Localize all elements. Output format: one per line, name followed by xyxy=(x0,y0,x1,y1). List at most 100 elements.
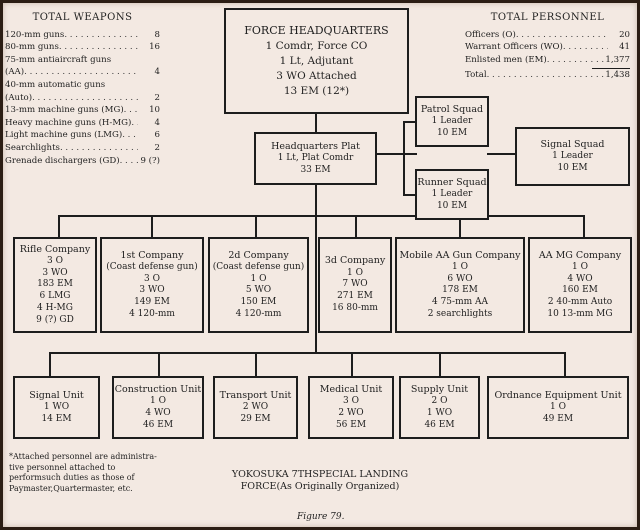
text-line: 29 EM xyxy=(240,413,271,424)
leader-dots: . . . . . . . . . . . . . . . . . . . . … xyxy=(122,130,138,141)
text-line: 1 O xyxy=(150,396,166,407)
text-line: 1 O xyxy=(250,273,267,284)
connector xyxy=(487,153,517,155)
text-line: 46 EM xyxy=(142,419,174,430)
text-line: 1 O xyxy=(452,261,468,272)
weapon-row: 80-mm guns . . . . . . . . . . . . . . .… xyxy=(5,41,160,54)
total-personnel-panel: TOTAL PERSONNEL Officers (O) . . . . . .… xyxy=(465,12,630,82)
text-line: 149 EM xyxy=(134,297,170,308)
box-title: Runner Squad xyxy=(417,176,487,188)
text-line: 1 O xyxy=(347,267,363,278)
box-title: Headquarters Plat xyxy=(271,140,360,152)
chart-caption: YOKOSUKA 7THSPECIAL LANDING FORCE(As Ori… xyxy=(220,469,420,493)
text-line: 49 EM xyxy=(542,413,574,424)
connector xyxy=(459,215,461,239)
text-line: 14 EM xyxy=(41,413,72,424)
text-line: 5 WO xyxy=(245,285,272,296)
connector xyxy=(58,215,583,217)
weapon-row: 120-mm guns . . . . . . . . . . . . . . … xyxy=(5,29,160,42)
text-line: (Coast defense gun) xyxy=(212,261,305,272)
weapon-label: Grenade dischargers (GD) xyxy=(5,155,120,166)
leader-dots: . . . . . . . . . . . . . . . . . . . xyxy=(546,54,606,65)
weapon-label: 40-mm automatic guns xyxy=(5,79,106,90)
personnel-list: Officers (O) . . . . . . . . . . . . . .… xyxy=(465,29,630,67)
text-line: 9 (?) GD xyxy=(36,314,74,325)
text-line: (Coast defense gun) xyxy=(106,261,198,272)
text-line: tive personnel attached to perform xyxy=(9,462,116,483)
connector xyxy=(315,215,317,353)
personnel-count: 1,377 xyxy=(605,54,630,65)
connector xyxy=(255,215,257,239)
leader-dots: . . . . . . . . . . . . . . . . . . . . … xyxy=(486,70,606,81)
weapon-row: Searchlights . . . . . . . . . . . . . .… xyxy=(5,142,160,155)
text-line: 2 WO xyxy=(242,401,269,412)
text-line: 3 O xyxy=(343,396,359,407)
text-line: *Attached personnel are administra- xyxy=(9,452,157,461)
personnel-label: Officers (O) xyxy=(465,29,516,40)
text-line: 1 O xyxy=(572,261,588,272)
text-line: 1 Lt, Adjutant xyxy=(279,54,354,67)
box-title: Mobile AA Gun Company xyxy=(399,249,521,261)
text-line: 4 H-MG xyxy=(37,302,73,313)
text-line: 16 80-mm xyxy=(332,302,378,313)
total-underline xyxy=(592,68,630,70)
connector xyxy=(151,215,153,239)
text-line: 2 searchlights xyxy=(427,308,493,319)
leader-dots: . . . . . . . . . . . . . . . . . . . . … xyxy=(131,117,138,128)
weapon-count: 6 xyxy=(154,130,160,141)
box-title: Patrol Squad xyxy=(420,103,484,115)
connector xyxy=(403,121,405,196)
weapon-count: 9 (?) xyxy=(140,155,160,166)
text-line: such duties as those of Paymaster, xyxy=(9,473,135,493)
weapon-label: 80-mm guns xyxy=(5,42,59,53)
text-line: 1 Comdr, Force CO xyxy=(265,39,368,52)
weapon-row: 13-mm machine guns (MG) . . . . . . . . … xyxy=(5,104,160,117)
connector xyxy=(158,352,160,378)
weapon-label: 120-mm guns xyxy=(5,29,65,40)
weapon-label: Light machine guns (LMG) xyxy=(5,130,123,141)
weapon-count: 8 xyxy=(154,29,160,40)
text-line: 1 Leader xyxy=(431,115,473,126)
box-title: 1st Company xyxy=(120,249,184,261)
personnel-label: Warrant Officers (WO) xyxy=(465,42,563,53)
text-line: 6 LMG xyxy=(39,291,71,302)
connector xyxy=(351,352,353,378)
text-line: 2 40-mm Auto xyxy=(547,297,613,308)
leader-dots: . . . . . . . . . . . . . . . . . . . . … xyxy=(119,155,138,166)
text-line: 56 EM xyxy=(335,419,367,430)
text-line: 10 EM xyxy=(557,162,588,173)
text-line: 1 O xyxy=(550,401,566,412)
weapons-list: 120-mm guns . . . . . . . . . . . . . . … xyxy=(5,29,160,168)
weapon-label: Heavy machine guns (H-MG) xyxy=(5,117,132,128)
connector xyxy=(49,352,51,378)
connector xyxy=(439,352,441,378)
chart-sheet: TOTAL WEAPONS 120-mm guns . . . . . . . … xyxy=(3,3,637,527)
box-title: Signal Squad xyxy=(540,138,605,150)
box-title: Rifle Company xyxy=(19,243,91,255)
text-line: 3 WO Attached xyxy=(276,69,357,82)
box-title: Medical Unit xyxy=(319,383,383,395)
text-line: 4 WO xyxy=(145,407,171,418)
personnel-count: 20 xyxy=(619,29,630,40)
connector xyxy=(583,215,585,239)
leader-dots: . . . . . . . . . . . . . . . . . . . . … xyxy=(32,92,138,103)
box-title: Construction Unit xyxy=(114,383,202,395)
weapon-row: Grenade dischargers (GD) . . . . . . . .… xyxy=(5,155,160,168)
box-title: 2d Company xyxy=(228,249,289,261)
connector xyxy=(564,352,566,378)
text-line: 160 EM xyxy=(562,285,598,296)
connector xyxy=(403,194,417,196)
text-line: 7 WO xyxy=(342,279,368,290)
weapon-count: 16 xyxy=(149,42,160,53)
connector xyxy=(403,121,417,123)
text-line: SPECIAL LANDING FORCE xyxy=(240,469,409,492)
